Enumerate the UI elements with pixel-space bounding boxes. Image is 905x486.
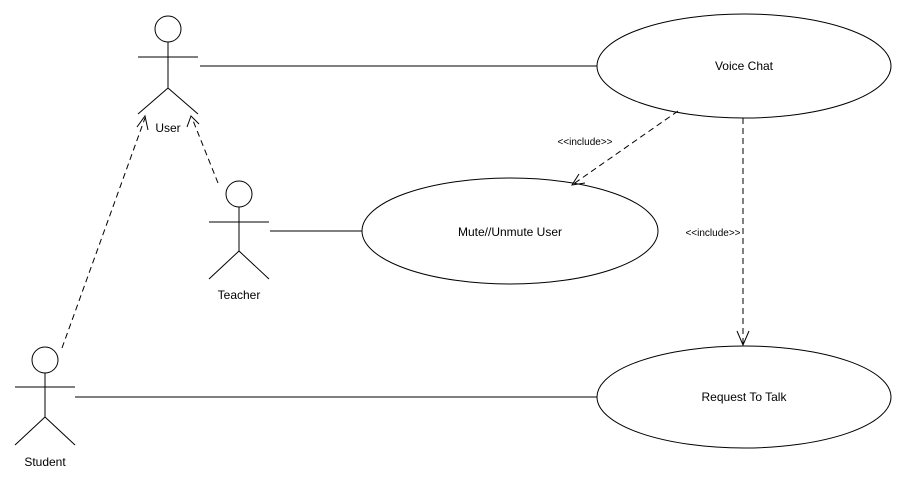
generalization-teacher-user-arrowhead <box>186 115 200 128</box>
actor-user-right-leg <box>167 87 199 115</box>
include-voice-chat-request-arrowhead <box>736 330 750 347</box>
use-case-request-to-talk[interactable]: Request To Talk <box>596 345 892 449</box>
generalization-teacher-user-line <box>191 117 219 184</box>
request-to-talk-label: Request To Talk <box>702 390 788 404</box>
include-voice-chat-mute-unmute-arrowhead <box>570 173 586 186</box>
voice-chat-label: Voice Chat <box>715 59 774 73</box>
generalization-teacher-user[interactable] <box>186 115 219 184</box>
include-request-stereotype: <<include>> <box>685 228 740 239</box>
actor-student-left-leg <box>14 416 46 446</box>
generalization-student-user[interactable] <box>61 114 149 349</box>
use-case-voice-chat[interactable]: Voice Chat <box>596 13 892 119</box>
actor-student-label: Student <box>24 455 66 469</box>
include-voice-chat-request-to-talk[interactable]: <<include>> <box>685 118 750 347</box>
actor-student[interactable]: Student <box>14 346 76 469</box>
generalization-student-user-line <box>61 117 146 349</box>
include-voice-chat-mute-unmute-line <box>571 110 679 186</box>
actor-teacher-label: Teacher <box>218 288 261 302</box>
actor-student-head <box>31 346 59 374</box>
use-case-mute-unmute-user[interactable]: Mute//Unmute User <box>361 177 659 285</box>
actor-teacher-head <box>225 180 253 208</box>
include-voice-chat-mute-unmute[interactable]: <<include>> <box>557 110 679 186</box>
include-mute-stereotype: <<include>> <box>557 137 612 148</box>
actor-student-right-leg <box>44 416 76 446</box>
mute-unmute-label: Mute//Unmute User <box>458 225 562 239</box>
actor-teacher-left-leg <box>208 250 240 280</box>
actor-teacher-right-leg <box>238 250 270 280</box>
actor-user-left-leg <box>137 87 169 115</box>
actor-user-label: User <box>155 121 180 135</box>
generalization-student-user-arrowhead <box>136 114 149 131</box>
actor-user[interactable]: User <box>137 15 199 135</box>
actor-teacher[interactable]: Teacher <box>208 180 270 302</box>
actor-user-head <box>154 15 182 43</box>
